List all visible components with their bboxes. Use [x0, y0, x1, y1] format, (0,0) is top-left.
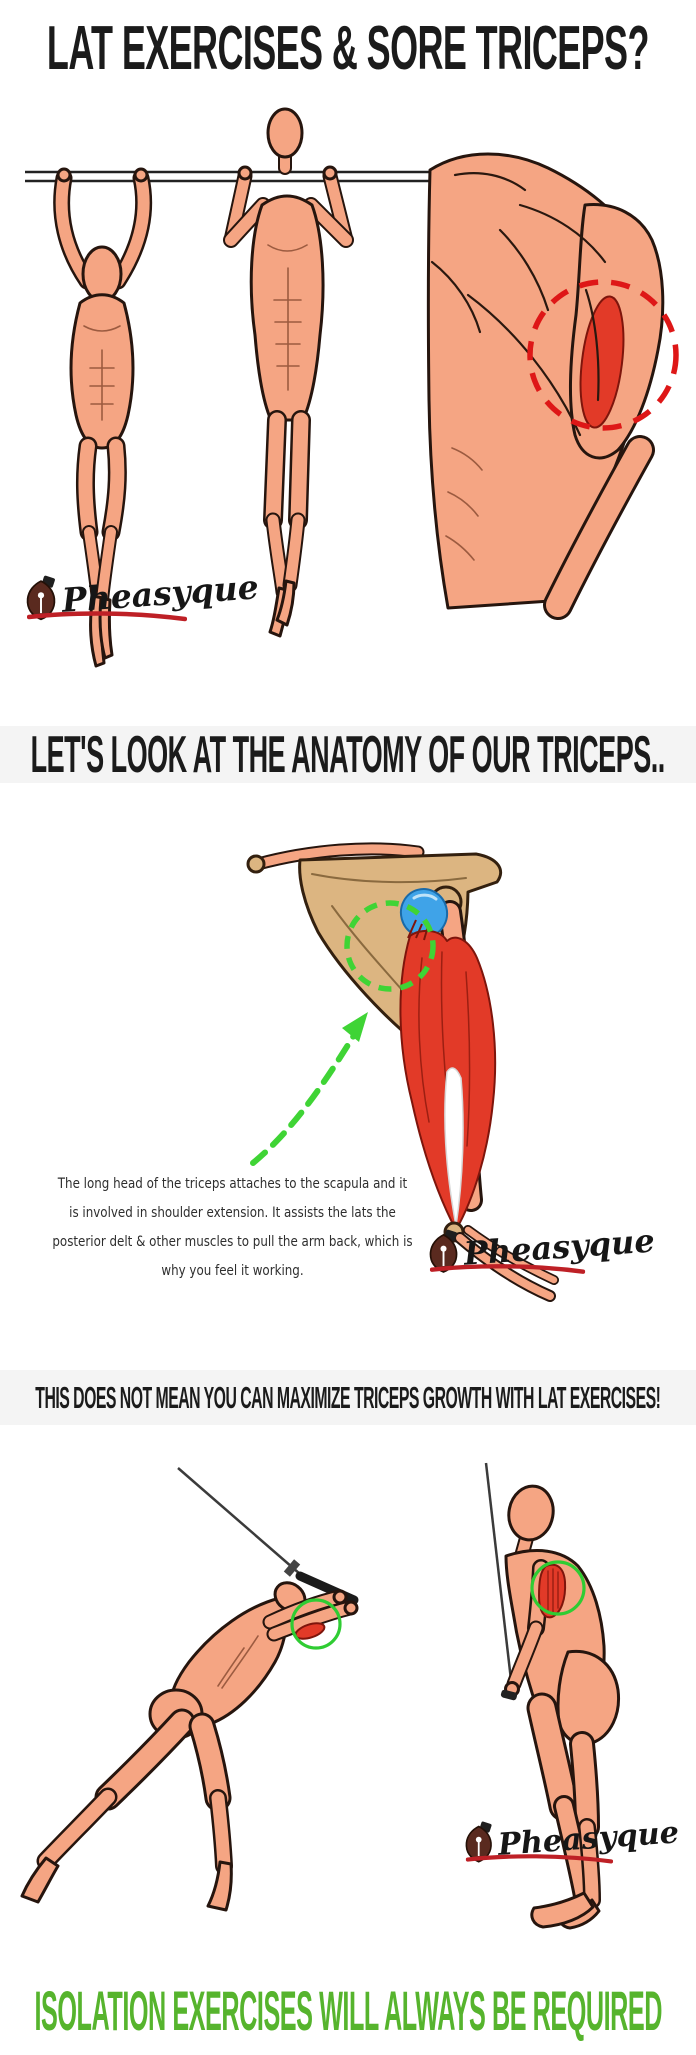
clavicle-bone: [246, 842, 425, 874]
triceps-muscle: [399, 919, 497, 1231]
anatomy-note-line: why you feel it working.: [161, 1263, 304, 1279]
sore-triceps-area: [579, 295, 625, 429]
pheasyque-logo: Pheasyque: [25, 567, 261, 622]
anatomy-note-line: is involved in shoulder extension. It as…: [69, 1205, 396, 1221]
anatomy-note-line: The long head of the triceps attaches to…: [57, 1176, 408, 1192]
cable-exercise-illustration: [20, 1462, 621, 1930]
pen-nib-icon: [465, 1821, 492, 1863]
footer-banner: ISOLATION EXERCISES WILL ALWAYS BE REQUI…: [0, 1978, 696, 2044]
anatomy-heading-text: LET'S LOOK AT THE ANATOMY OF OUR TRICEPS…: [30, 725, 666, 784]
page-title: LAT EXERCISES & SORE TRICEPS?: [47, 14, 649, 83]
hanging-figure: [53, 167, 153, 668]
anatomy-note-line: posterior delt & other muscles to pull t…: [52, 1234, 413, 1250]
title-banner: LAT EXERCISES & SORE TRICEPS?: [0, 12, 696, 86]
logo-underline: [465, 1854, 614, 1864]
logo-underline: [429, 1264, 586, 1274]
triceps-tendon: [444, 1067, 464, 1227]
anatomy-section-header: LET'S LOOK AT THE ANATOMY OF OUR TRICEPS…: [0, 726, 696, 783]
chinup-figure: [223, 107, 354, 638]
green-dashed-arrow-icon: [250, 1012, 368, 1166]
triceps-highlight-right: [538, 1563, 567, 1619]
green-circle-right: [530, 1560, 586, 1616]
green-circle-left: [290, 1598, 342, 1650]
leaning-cable-extension-figure: [20, 1467, 359, 1912]
footer-heading-text: ISOLATION EXERCISES WILL ALWAYS BE REQUI…: [34, 1979, 662, 2042]
red-dashed-circle: [527, 279, 679, 431]
growth-section-header: THIS DOES NOT MEAN YOU CAN MAXIMIZE TRIC…: [0, 1370, 696, 1425]
triceps-closeup-figure: [426, 152, 679, 620]
green-dashed-circle: [344, 900, 436, 992]
anatomy-note: The long head of the triceps attaches to…: [10, 1170, 455, 1286]
cable-handle: [500, 1689, 518, 1701]
cable-line: [484, 1462, 513, 1681]
pheasyque-logo: Pheasyque: [464, 1814, 681, 1864]
growth-heading-text: THIS DOES NOT MEAN YOU CAN MAXIMIZE TRIC…: [35, 1380, 661, 1415]
cartilage-shine: [412, 893, 438, 901]
triceps-anatomy-illustration: [246, 842, 559, 1302]
cable-line: [177, 1467, 301, 1575]
pen-nib-icon: [26, 575, 56, 620]
logo-underline: [27, 611, 187, 622]
standing-cable-pushdown-figure: [484, 1462, 621, 1930]
pen-nib-icon: [429, 1229, 458, 1273]
pheasyque-logo: Pheasyque: [428, 1221, 657, 1274]
pullup-illustration: [25, 107, 679, 668]
